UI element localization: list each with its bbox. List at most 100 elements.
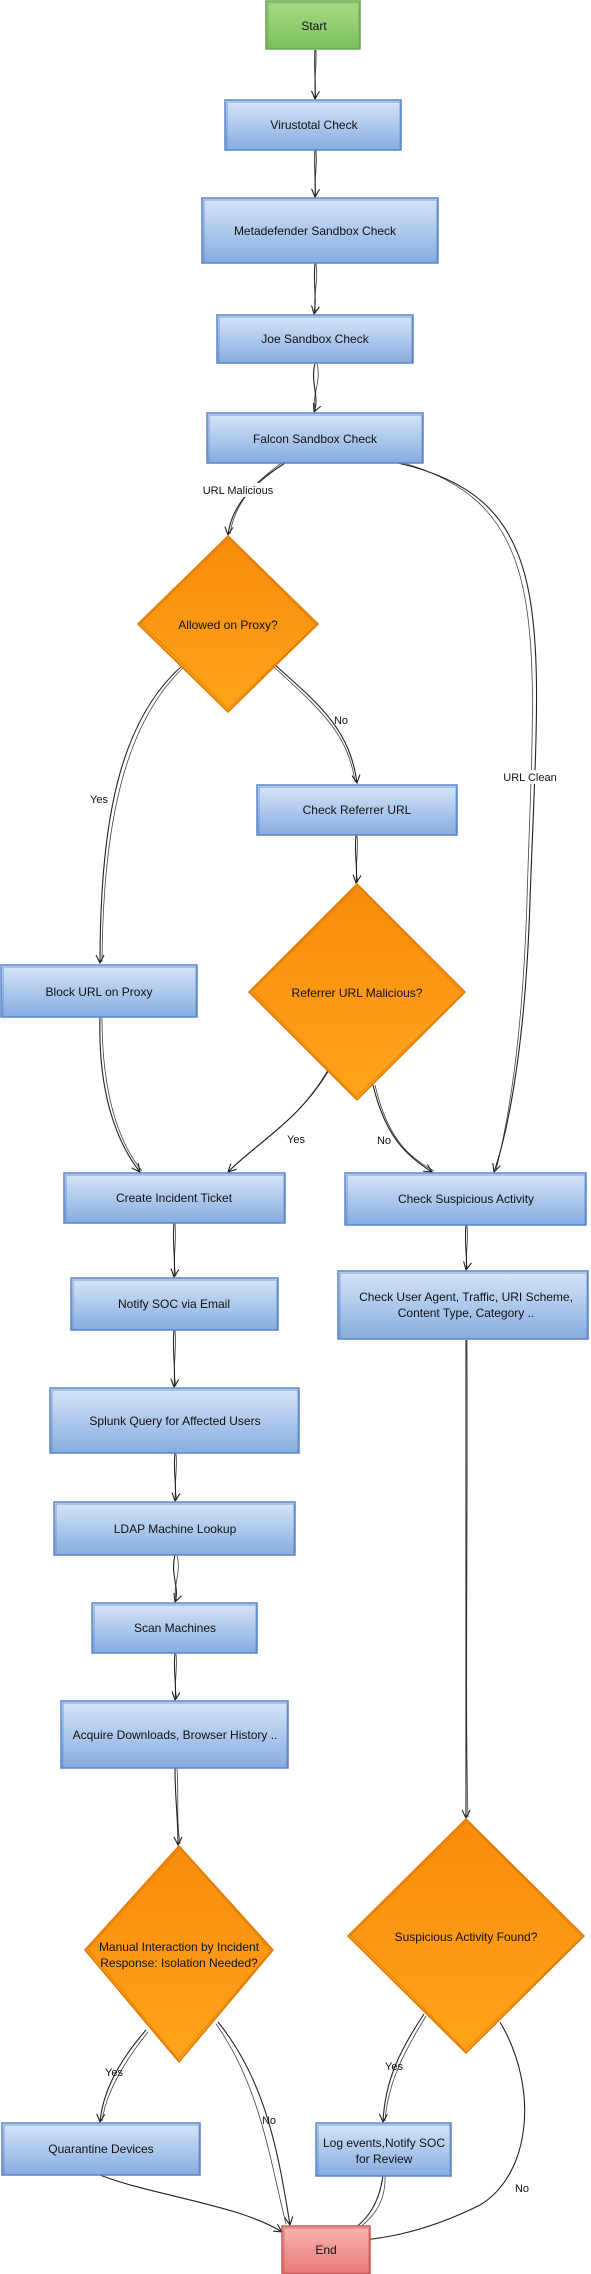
node-ldap: LDAP Machine Lookup bbox=[53, 1501, 296, 1556]
node-check-suspicious-label: Check Suspicious Activity bbox=[398, 1192, 534, 1206]
edge-splunk-ldap bbox=[174, 1452, 175, 1501]
node-falcon: Falcon Sandbox Check bbox=[206, 412, 424, 464]
node-log-events: Log events,Notify SOC for Review bbox=[315, 2122, 452, 2177]
label-allowed-yes: Yes bbox=[90, 794, 108, 806]
edge-falcon-check-suspicious-sketch bbox=[399, 461, 533, 1171]
edge-ticket-notify bbox=[173, 1222, 174, 1277]
node-check-user-agent-label-1: Check User Agent, Traffic, URI Scheme, bbox=[359, 1290, 573, 1304]
edge-scan-acquire-sketch bbox=[175, 1652, 178, 1700]
edge-block-ticket-sketch bbox=[101, 1017, 143, 1172]
label-url-clean: URL Clean bbox=[503, 772, 556, 784]
node-block-url-label: Block URL on Proxy bbox=[46, 985, 153, 999]
node-log-events-label-1: Log events,Notify SOC bbox=[323, 2136, 445, 2150]
edge-referrer-check-suspicious-sketch bbox=[374, 1084, 435, 1172]
node-virustotal: Virustotal Check bbox=[224, 99, 402, 151]
node-block-url: Block URL on Proxy bbox=[0, 964, 198, 1018]
node-check-suspicious: Check Suspicious Activity bbox=[344, 1172, 587, 1226]
node-check-user-agent: Check User Agent, Traffic, URI Scheme, C… bbox=[337, 1270, 589, 1340]
edge-scan-acquire bbox=[174, 1652, 175, 1700]
edge-referrer-check-malicious bbox=[355, 834, 356, 883]
edge-block-ticket bbox=[99, 1016, 140, 1172]
node-virustotal-label: Virustotal Check bbox=[270, 118, 358, 132]
node-metadefender: Metadefender Sandbox Check bbox=[201, 197, 439, 264]
node-log-events-label-2: for Review bbox=[356, 2152, 413, 2166]
node-notify-soc: Notify SOC via Email bbox=[70, 1277, 279, 1331]
label-referrer-no: No bbox=[377, 1135, 391, 1147]
label-referrer-yes: Yes bbox=[287, 1134, 305, 1146]
node-falcon-label: Falcon Sandbox Check bbox=[253, 432, 378, 446]
edge-virustotal-metadefender-sketch bbox=[314, 149, 317, 197]
node-splunk-label: Splunk Query for Affected Users bbox=[89, 1414, 260, 1428]
node-quarantine: Quarantine Devices bbox=[1, 2122, 201, 2176]
node-suspicious-found-label: Suspicious Activity Found? bbox=[395, 1930, 538, 1944]
edge-suspicious-end bbox=[340, 2021, 526, 2242]
edge-allowed-referrer bbox=[274, 664, 357, 783]
edge-manual-quarantine-sketch bbox=[101, 2031, 149, 2122]
node-end-label: End bbox=[315, 2243, 336, 2257]
edge-allowed-referrer-sketch bbox=[272, 665, 356, 783]
node-start: Start bbox=[265, 0, 361, 50]
node-scan: Scan Machines bbox=[91, 1602, 258, 1654]
edge-manual-quarantine bbox=[100, 2029, 147, 2122]
node-create-ticket-label: Create Incident Ticket bbox=[116, 1191, 233, 1205]
edge-joe-falcon-sketch bbox=[313, 362, 319, 412]
node-manual-label-1: Manual Interaction by Incident bbox=[99, 1940, 260, 1954]
edge-manual-end-sketch bbox=[215, 2023, 287, 2225]
node-suspicious-found-decision: Suspicious Activity Found? bbox=[346, 1817, 586, 2055]
edge-suspicious-log bbox=[383, 2013, 425, 2122]
node-allowed-decision: Allowed on Proxy? bbox=[136, 534, 320, 714]
edge-splunk-ldap-sketch bbox=[175, 1452, 178, 1501]
node-metadefender-label: Metadefender Sandbox Check bbox=[234, 224, 397, 238]
edge-referrer-ticket bbox=[228, 1067, 331, 1172]
node-splunk: Splunk Query for Affected Users bbox=[49, 1387, 300, 1454]
edge-user-agent-suspicious-found-sketch bbox=[466, 1339, 469, 1818]
edge-referrer-ticket-sketch bbox=[229, 1069, 329, 1171]
node-quarantine-label: Quarantine Devices bbox=[48, 2142, 153, 2156]
label-url-malicious: URL Malicious bbox=[203, 485, 274, 497]
node-joe-label: Joe Sandbox Check bbox=[261, 332, 369, 346]
edge-quarantine-end bbox=[99, 2174, 282, 2232]
edge-ldap-scan-sketch bbox=[174, 1554, 179, 1602]
edge-check-suspicious-user-agent-sketch bbox=[466, 1224, 469, 1270]
node-end: End bbox=[281, 2225, 371, 2274]
edge-check-suspicious-user-agent bbox=[465, 1224, 466, 1270]
edge-ticket-notify-sketch bbox=[174, 1222, 177, 1277]
node-referrer-malicious-decision: Referrer URL Malicious? bbox=[247, 882, 467, 1102]
node-start-label: Start bbox=[301, 19, 327, 33]
edge-suspicious-log-sketch bbox=[384, 2015, 427, 2122]
label-allowed-no: No bbox=[334, 715, 348, 727]
label-manual-no: No bbox=[262, 2115, 276, 2127]
edge-notify-splunk bbox=[173, 1329, 174, 1387]
node-joe: Joe Sandbox Check bbox=[216, 314, 414, 364]
edge-acquire-manual-sketch bbox=[176, 1767, 181, 1845]
node-scan-label: Scan Machines bbox=[134, 1621, 216, 1635]
edge-manual-end bbox=[217, 2021, 290, 2225]
edge-start-virustotal-sketch bbox=[314, 49, 317, 99]
edge-acquire-manual bbox=[175, 1767, 178, 1845]
node-allowed-label: Allowed on Proxy? bbox=[178, 618, 278, 632]
edge-falcon-check-suspicious bbox=[397, 462, 538, 1172]
edge-user-agent-suspicious-found bbox=[466, 1339, 467, 1818]
node-ldap-label: LDAP Machine Lookup bbox=[114, 1522, 237, 1536]
node-referrer-check: Check Referrer URL bbox=[256, 784, 458, 836]
label-suspicious-no: No bbox=[515, 2183, 529, 2195]
node-check-user-agent-label-2: Content Type, Category .. bbox=[398, 1306, 535, 1320]
node-referrer-check-label: Check Referrer URL bbox=[303, 803, 412, 817]
edge-labels: URL Malicious URL Clean Yes No Yes No Ye… bbox=[90, 483, 557, 2195]
edge-falcon-allowed bbox=[228, 462, 286, 535]
edge-metadefender-joe bbox=[314, 262, 315, 314]
edge-referrer-check-suspicious bbox=[372, 1084, 432, 1172]
edge-referrer-check-malicious-sketch bbox=[356, 834, 359, 883]
edge-notify-splunk-sketch bbox=[174, 1329, 177, 1387]
edge-allowed-block bbox=[100, 664, 184, 963]
node-create-ticket: Create Incident Ticket bbox=[63, 1172, 286, 1224]
node-manual-decision: Manual Interaction by Incident Response:… bbox=[84, 1844, 274, 2064]
edge-metadefender-joe-sketch bbox=[314, 262, 318, 314]
node-notify-soc-label: Notify SOC via Email bbox=[118, 1297, 230, 1311]
node-acquire-label: Acquire Downloads, Browser History .. bbox=[73, 1728, 278, 1742]
edge-falcon-allowed-sketch bbox=[229, 461, 284, 535]
label-suspicious-yes: Yes bbox=[385, 2061, 403, 2073]
node-referrer-malicious-label: Referrer URL Malicious? bbox=[292, 986, 423, 1000]
